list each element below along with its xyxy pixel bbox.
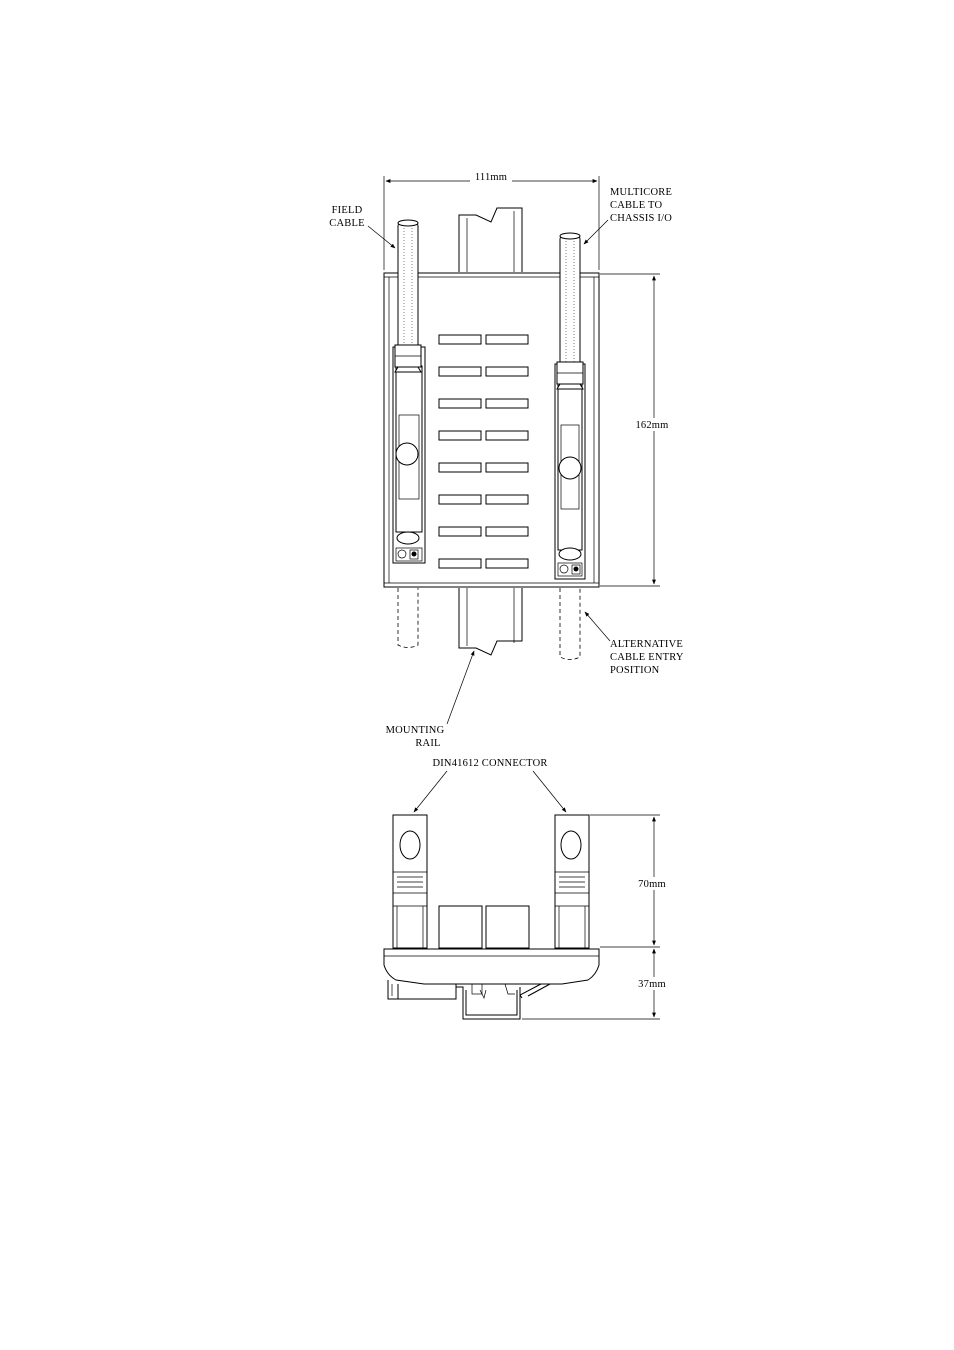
height-dimension: 162mm — [600, 274, 676, 586]
top-view: 111mm 162mm FIELD CABLE MULTICORE CABLE … — [329, 171, 684, 749]
vent-slot — [486, 463, 528, 472]
mounting-rail-label-line1: MOUNTING — [386, 725, 445, 736]
left-connector-block — [393, 347, 425, 563]
field-cable-label-line2: CABLE — [329, 218, 364, 229]
right-connector-block — [555, 364, 585, 579]
vent-slot — [439, 527, 481, 536]
vent-slots — [439, 335, 528, 568]
vent-slot — [439, 399, 481, 408]
height-dimension-label: 162mm — [635, 420, 668, 431]
multicore-callout: MULTICORE CABLE TO CHASSIS I/O — [584, 187, 672, 244]
vent-slot — [439, 431, 481, 440]
vent-slot — [439, 335, 481, 344]
depth-dimension-70: 70mm — [590, 815, 674, 947]
left-connector-latch — [396, 443, 418, 465]
side-view: DIN41612 CONNECTOR — [384, 758, 674, 1019]
field-cable — [395, 220, 421, 372]
right-connector-latch — [559, 457, 581, 479]
vent-slot — [439, 367, 481, 376]
right-connector-side — [555, 815, 589, 948]
depth-70-label: 70mm — [638, 879, 666, 890]
vent-slot — [439, 559, 481, 568]
field-cable-callout: FIELD CABLE — [329, 205, 395, 248]
multicore-label-line1: MULTICORE — [610, 187, 672, 198]
vent-slot — [486, 431, 528, 440]
vent-slot — [439, 463, 481, 472]
multicore-label-line3: CHASSIS I/O — [610, 213, 672, 224]
width-dimension-label: 111mm — [475, 172, 507, 183]
module-base — [384, 949, 599, 1019]
vent-slot — [486, 335, 528, 344]
alt-entry-label-line3: POSITION — [610, 665, 660, 676]
vent-slot — [486, 399, 528, 408]
multicore-cable — [557, 233, 583, 389]
vent-slot — [439, 495, 481, 504]
alt-entry-label-line1: ALTERNATIVE — [610, 639, 683, 650]
vent-slot — [486, 367, 528, 376]
alternative-cable-positions — [398, 588, 580, 660]
multicore-label-line2: CABLE TO — [610, 200, 662, 211]
mounting-rail-callout: MOUNTING RAIL — [386, 651, 474, 749]
connector-label: DIN41612 CONNECTOR — [432, 758, 547, 769]
alt-entry-callout: ALTERNATIVE CABLE ENTRY POSITION — [585, 612, 684, 676]
field-cable-label-line1: FIELD — [332, 205, 363, 216]
central-blocks — [439, 906, 529, 948]
vent-slot — [486, 495, 528, 504]
vent-slot — [486, 527, 528, 536]
mounting-rail-label-line2: RAIL — [415, 738, 440, 749]
vent-slot — [486, 559, 528, 568]
alt-entry-label-line2: CABLE ENTRY — [610, 652, 684, 663]
left-connector-side — [393, 815, 427, 948]
depth-37-label: 37mm — [638, 979, 666, 990]
